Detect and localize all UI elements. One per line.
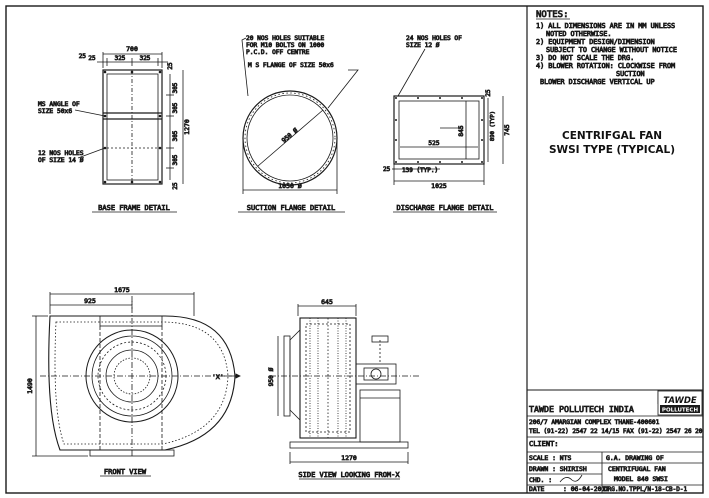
drawn-label: DRAWN : SHIRISH bbox=[529, 465, 587, 473]
date-value: : 06-04-2012 bbox=[563, 485, 609, 493]
side-view: 645 950 Ø 1270 SIDE VIEW LOOKING FROM-X bbox=[267, 298, 420, 480]
company-address: 206/7 AMARGIAN COMPLEX THANE-400601 bbox=[529, 419, 660, 426]
dim-305-c: 305 bbox=[172, 130, 179, 141]
front-axis-x: 'X' bbox=[212, 373, 224, 381]
date-label: DATE bbox=[529, 485, 545, 493]
suction-flange-label: M S FLANGE OF SIZE 50x6 bbox=[248, 62, 334, 69]
discharge-caption: DISCHARGE FLANGE DETAIL bbox=[397, 204, 494, 212]
dim-1270: 1270 bbox=[183, 119, 191, 135]
side-1270: 1270 bbox=[341, 454, 357, 462]
discharge-525: 525 bbox=[428, 140, 439, 147]
suction-note-3: P.C.D. OFF CENTRE bbox=[246, 49, 310, 56]
discharge-139: 139 (TYP.) bbox=[402, 167, 438, 174]
front-1675: 1675 bbox=[114, 286, 130, 294]
drawing-name: CENTRIFUGAL FAN bbox=[608, 465, 666, 473]
suction-note-1: 20 NOS HOLES SUITABLE bbox=[246, 35, 325, 42]
side-645: 645 bbox=[321, 298, 333, 306]
dim-325-left: 325 bbox=[115, 55, 126, 62]
ms-angle-label-1: MS ANGLE OF bbox=[38, 101, 80, 108]
checked-label: CHD. : bbox=[529, 476, 552, 484]
side-caption: SIDE VIEW LOOKING FROM-X bbox=[298, 471, 400, 479]
suction-note-2: FOR M10 BOLTS ON 1000 bbox=[246, 42, 325, 49]
suction-flange-detail: 950 Ø 1050 Ø 20 NOS HOLES SUITABLE FOR M… bbox=[238, 35, 359, 213]
sheet-border bbox=[5, 5, 704, 494]
company-name: TAWDE POLLUTECH INDIA bbox=[529, 404, 634, 414]
dim-25-top-left: 25 bbox=[79, 53, 87, 60]
discharge-890: 890 (TYP) bbox=[490, 111, 496, 141]
base-frame-detail: 700 325 325 25 25 305 305 305 305 25 127… bbox=[38, 45, 191, 213]
dim-305-a: 305 bbox=[172, 82, 179, 93]
dim-700: 700 bbox=[126, 45, 138, 53]
note-4b: SUCTION bbox=[616, 70, 645, 78]
dim-325-right: 325 bbox=[140, 55, 151, 62]
side-950: 950 Ø bbox=[267, 367, 275, 386]
discharge-25-top: 25 bbox=[485, 89, 492, 97]
note-4c: BLOWER DISCHARGE VERTICAL UP bbox=[540, 78, 655, 86]
holes-label-1: 12 NOS HOLES bbox=[38, 150, 84, 157]
title-line-1: CENTRIFGAL FAN bbox=[562, 130, 662, 142]
front-1490: 1490 bbox=[26, 378, 34, 394]
note-2b: SUBJECT TO CHANGE WITHOUT NOTICE bbox=[546, 46, 677, 54]
client-label: CLIENT: bbox=[529, 440, 559, 448]
discharge-holes-1: 24 NOS HOLES OF bbox=[406, 35, 462, 42]
drawing-model: MODEL 840 SWSI bbox=[614, 475, 668, 483]
dim-305-b: 305 bbox=[172, 102, 179, 113]
drawing-number: DRG.NO.TPPL/N-18-CB-D-1 bbox=[604, 486, 687, 493]
company-phone: TEL (91-22) 2547 22 14/15 FAX (91-22) 25… bbox=[529, 428, 703, 435]
title-block: TAWDE POLLUTECH INDIA TAWDE POLLUTECH 20… bbox=[527, 389, 703, 493]
note-1a: 1) ALL DIMENSIONS ARE IN MM UNLESS bbox=[536, 22, 675, 30]
notes-block: NOTES: 1) ALL DIMENSIONS ARE IN MM UNLES… bbox=[536, 10, 678, 87]
dim-25-right: 25 bbox=[167, 62, 174, 70]
discharge-845: 845 bbox=[458, 125, 465, 136]
note-3: 3) DO NOT SCALE THE DRG. bbox=[536, 54, 634, 62]
suction-dia: 950 Ø bbox=[280, 126, 300, 144]
ms-angle-label-2: SIZE 50x6 bbox=[38, 108, 72, 115]
discharge-holes-2: SIZE 12 Ø bbox=[406, 41, 440, 49]
suction-width: 1050 Ø bbox=[278, 182, 302, 190]
dim-25-bottom: 25 bbox=[172, 182, 179, 190]
logo-text-bottom: POLLUTECH bbox=[662, 408, 699, 414]
dim-305-d: 305 bbox=[172, 154, 179, 165]
checker-signature bbox=[559, 474, 583, 483]
holes-label-2: OF SIZE 14 Ø bbox=[38, 156, 84, 164]
front-view: 1675 925 1490 'X' FRONT VIEW bbox=[26, 286, 241, 477]
drawing-of: G.A. DRAWING OF bbox=[606, 454, 664, 462]
front-925: 925 bbox=[84, 297, 96, 305]
drawing-title: CENTRIFGAL FAN SWSI TYPE (TYPICAL) bbox=[549, 130, 675, 156]
suction-caption: SUCTION FLANGE DETAIL bbox=[247, 204, 336, 212]
front-caption: FRONT VIEW bbox=[104, 468, 147, 476]
discharge-745: 745 bbox=[504, 124, 511, 135]
logo-text-top: TAWDE bbox=[663, 396, 697, 406]
dim-25-left: 25 bbox=[88, 55, 96, 62]
scale-label: SCALE : NTS bbox=[529, 454, 571, 462]
discharge-25-left: 25 bbox=[383, 166, 391, 173]
title-line-2: SWSI TYPE (TYPICAL) bbox=[549, 144, 675, 156]
discharge-1025: 1025 bbox=[431, 182, 447, 190]
notes-heading: NOTES: bbox=[536, 10, 569, 20]
note-2a: 2) EQUIPMENT DESIGN/DIMENSION bbox=[536, 38, 655, 46]
note-4a: 4) BLOWER ROTATION: CLOCKWISE FROM bbox=[536, 62, 675, 70]
discharge-flange-detail: 24 NOS HOLES OF SIZE 12 Ø 25 525 845 890… bbox=[383, 35, 511, 213]
base-frame-caption: BASE FRAME DETAIL bbox=[98, 204, 170, 212]
note-1b: NOTED OTHERWISE. bbox=[546, 30, 611, 38]
